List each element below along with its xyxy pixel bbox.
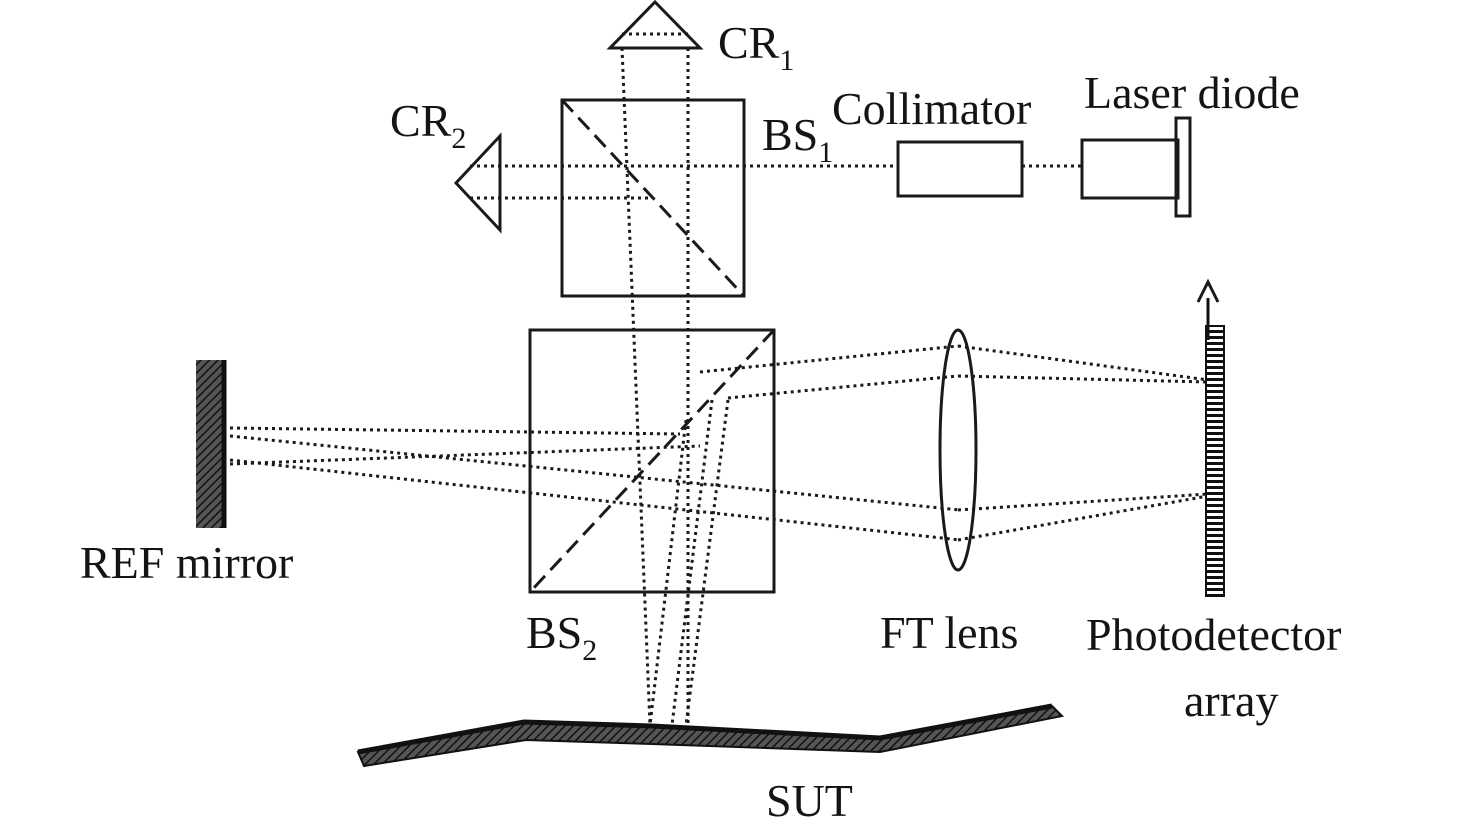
sut-label: SUT [766,775,853,826]
ft-lens-shape [938,328,978,572]
ray-sut-return-3 [684,399,730,726]
collimator-box [896,140,1024,198]
ray-det-2 [957,374,1209,384]
laser-diode-unit [1080,116,1192,218]
ref-mirror-hatch [196,360,226,528]
ray-ref-1 [229,426,681,436]
bs1-beam-splitter [560,98,746,298]
ray-ref-4 [229,444,701,466]
ray-det-4 [957,494,1209,542]
ray-ref-2 [229,434,961,512]
ray-ref-3 [229,458,961,542]
bs2-beam-splitter [528,328,776,594]
ray-det-3 [957,492,1209,512]
photodetector-label-line2: array [1184,675,1278,726]
collimator-label: Collimator [832,83,1031,134]
ray-lens-2 [727,374,959,400]
photodetector-array-unit [1196,278,1225,597]
ft-lens-label: FT lens [880,607,1018,658]
ray-vertical-left [620,47,652,726]
cr2-corner-reflector [453,132,502,234]
ray-sut-return-1 [648,419,688,726]
cr1-label: CR1 [718,17,794,77]
ray-sut-return-2 [670,399,714,726]
bs1-label: BS1 [762,109,833,169]
ray-det-1 [957,344,1209,382]
ray-lens-1 [699,344,959,374]
sut-surface [356,703,1065,768]
ref-mirror-label: REF mirror [80,537,293,588]
laser-diode-label: Laser diode [1084,67,1300,118]
light-rays [229,47,1209,726]
cr2-label: CR2 [390,95,466,155]
bs2-label: BS2 [526,607,597,667]
photodetector-label-line1: Photodetector [1086,609,1342,660]
cr1-corner-reflector [606,0,704,50]
